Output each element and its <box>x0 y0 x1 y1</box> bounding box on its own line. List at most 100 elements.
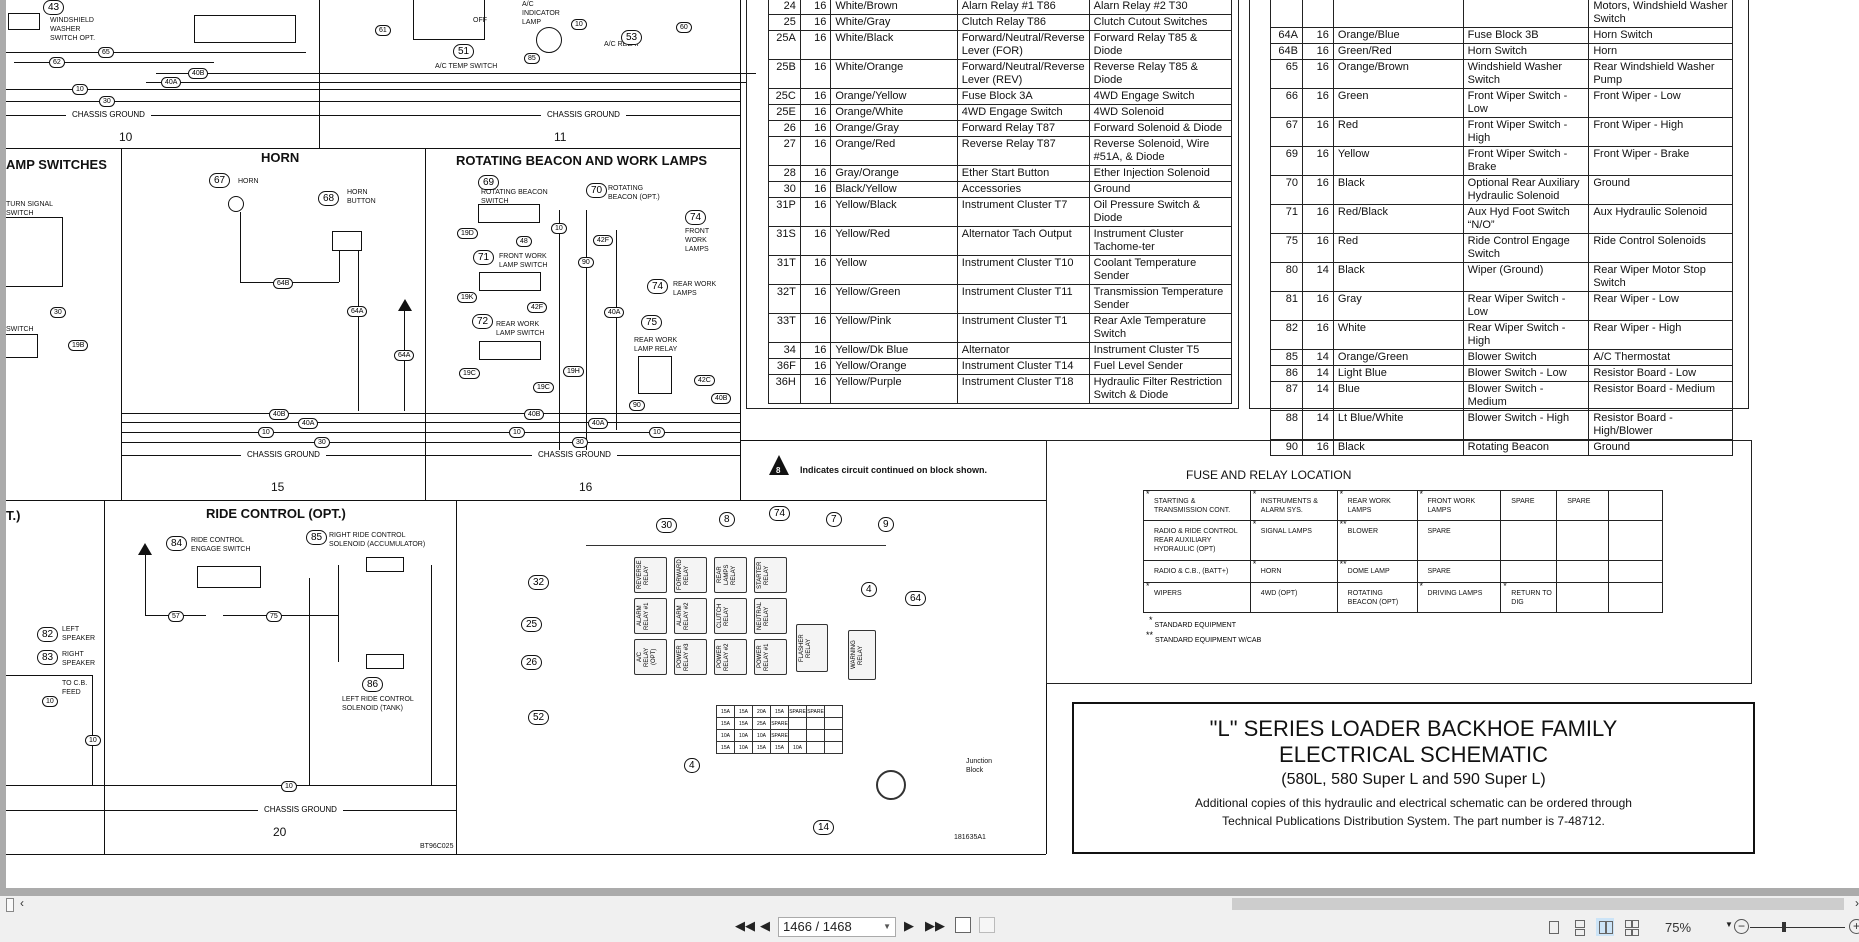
document-viewport[interactable]: 43 WINDSHIELD WASHER SWITCH OPT. 65 62 4… <box>0 0 1859 896</box>
wire-from: Forward/Neutral/Reverse Lever (REV) <box>956 59 1090 89</box>
wire-label: 40B <box>269 409 290 420</box>
wire-gauge: 16 <box>1301 27 1334 44</box>
wire-color: Yellow/Black <box>830 197 958 227</box>
wire-from: Alternator Tach Output <box>956 226 1090 256</box>
wire-from: Instrument Cluster T18 <box>956 374 1090 404</box>
fuse-cell-label: SIGNAL LAMPS <box>1260 528 1312 535</box>
zoom-slider-thumb[interactable] <box>1782 922 1786 932</box>
fuse-cell-label: SPARE <box>1567 498 1591 505</box>
scrollbar-thumb[interactable] <box>1232 898 1844 910</box>
wire-gauge: 16 <box>799 136 832 166</box>
fuse-cell: ROTATING BEACON (OPT) <box>1336 582 1418 613</box>
next-page-button[interactable]: ▶ <box>904 918 914 933</box>
wire-label: 40A <box>161 77 182 88</box>
callout-52: 52 <box>528 710 550 725</box>
two-page-view-icon[interactable] <box>1596 918 1614 936</box>
wire-from: Wiper (Ground) <box>1462 262 1590 292</box>
fuse-cell-label: WIPERS <box>1154 590 1182 597</box>
zoom-slider[interactable] <box>1750 927 1845 928</box>
wire-number: 27 <box>768 136 801 166</box>
wire-label: 10 <box>571 19 587 30</box>
zoom-in-icon[interactable]: + <box>1849 919 1859 934</box>
wire-to: Ride Control Solenoids <box>1588 233 1733 263</box>
callout-73: 74 <box>685 210 707 225</box>
wire-from: Reverse Relay T87 <box>956 136 1090 166</box>
single-page-view-icon[interactable] <box>1544 918 1562 936</box>
callout-71: 71 <box>473 250 495 265</box>
relay: STARTER RELAY <box>754 557 787 593</box>
two-page-continuous-view-icon[interactable] <box>1622 918 1640 936</box>
wire-color: Orange/Blue <box>1332 27 1464 44</box>
tank-solenoid-symbol <box>366 654 404 669</box>
wire-from: Blower Switch - High <box>1462 410 1590 440</box>
wire-to: 4WD Solenoid <box>1088 104 1233 121</box>
wire-color: Red/Black <box>1332 204 1464 234</box>
wire-from: Windshield Washer Switch <box>1462 59 1590 89</box>
relay: FORWARD RELAY <box>674 557 707 593</box>
wire-to: Rear Windshield Washer Pump <box>1588 59 1733 89</box>
callout-26: 26 <box>521 655 543 670</box>
zoom-out-icon[interactable]: − <box>1734 919 1749 934</box>
wire-to: Oil Pressure Switch & Diode <box>1088 197 1233 227</box>
continuous-view-icon[interactable] <box>1570 918 1588 936</box>
wire-color: Yellow <box>1332 146 1464 176</box>
prev-page-button[interactable]: ◀ <box>760 918 770 933</box>
horizontal-scrollbar[interactable]: ‹ › <box>0 896 1859 912</box>
fuse-cell: SPARE <box>1416 520 1502 561</box>
fuse-cell-label: FRONT WORK LAMPS <box>1427 498 1476 514</box>
callout-84: 84 <box>166 536 188 551</box>
drawing-code: BT96C025 <box>420 843 454 850</box>
zoom-dropdown-icon[interactable]: ▼ <box>1725 920 1733 929</box>
title-note-1: Additional copies of this hydraulic and … <box>1195 796 1632 810</box>
wire-label: 61 <box>375 25 391 36</box>
equipment-marker: * <box>1503 581 1507 591</box>
wire-gauge: 16 <box>799 30 832 60</box>
section-title-beacon: ROTATING BEACON AND WORK LAMPS <box>456 153 708 168</box>
callout-9: 9 <box>878 517 894 532</box>
wire-to: Rear Axle Temperature Switch <box>1088 313 1233 343</box>
page-number-input[interactable]: 1466 / 1468 ▼ <box>778 917 896 937</box>
fuse-cell <box>1556 560 1610 583</box>
section-title-horn: HORN <box>261 150 300 165</box>
first-page-button[interactable]: ◀◀ <box>735 918 755 933</box>
last-page-button[interactable]: ▶▶ <box>925 918 945 933</box>
fuse-cell: *STARTING & TRANSMISSION CONT. <box>1143 490 1251 521</box>
previous-view-icon[interactable] <box>955 917 971 933</box>
wire-label: 85 <box>524 53 540 64</box>
ac-temp-switch-label: A/C TEMP SWITCH <box>435 63 498 70</box>
wire-to: Forward Solenoid & Diode <box>1088 120 1233 137</box>
scroll-left-icon[interactable]: ‹ <box>20 896 24 910</box>
wire-gauge: 16 <box>1301 43 1334 60</box>
chassis-ground-label: CHASSIS GROUND <box>541 110 626 119</box>
wire-from: Fuse Block 3B <box>1462 27 1590 44</box>
wire-from: Blower Switch <box>1462 349 1590 366</box>
divider <box>6 148 740 149</box>
scroll-right-icon[interactable]: › <box>1855 896 1859 910</box>
wire-to: Front Wiper - High <box>1588 117 1733 147</box>
wire-color: White/Gray <box>830 14 958 31</box>
fuse-cell-label: RETURN TO DIG <box>1511 590 1552 606</box>
next-view-icon[interactable] <box>979 917 995 933</box>
wire-color: Yellow/Pink <box>830 313 958 343</box>
callout-7: 7 <box>826 512 842 527</box>
fuse-cell <box>1556 582 1610 613</box>
continuation-triangle-icon <box>769 455 789 475</box>
front-work-lamps-label: FRONT WORK LAMPS <box>685 228 709 253</box>
wire-gauge: 14 <box>1301 381 1334 411</box>
chevron-down-icon[interactable]: ▼ <box>883 922 891 931</box>
wire-gauge: 16 <box>799 226 832 256</box>
zoom-level[interactable]: 75% <box>1665 920 1692 935</box>
relay: POWER RELAY #3 <box>674 639 707 675</box>
section-title-lamp-switches: AMP SWITCHES <box>6 157 107 172</box>
wire-color: Yellow/Purple <box>830 374 958 404</box>
wire-gauge <box>1301 0 1334 28</box>
fuse-cell: *HORN <box>1249 560 1338 583</box>
fuse-cell: 4WD (OPT) <box>1249 582 1338 613</box>
